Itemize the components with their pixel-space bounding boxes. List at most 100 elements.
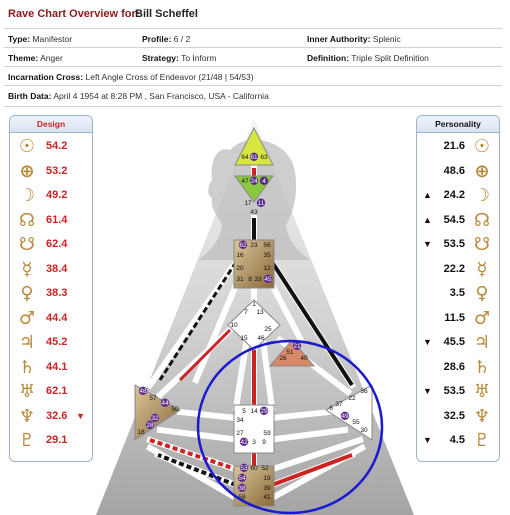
gate-activation-marker [256,198,266,207]
gate-number: 45 [264,276,272,283]
personality-value: 28.6 [443,360,465,373]
gate-number: 38 [238,485,246,492]
personality-row: ☉21.6 [417,136,499,158]
gate-activation-marker [249,176,259,185]
jupiter-icon: ♃ [18,332,36,353]
change-arrow: ▲ [423,190,432,200]
g-center [227,299,281,351]
personality-value: 45.5 [443,336,465,348]
personality-row: ♃45.5▼ [417,332,499,354]
neptune-icon: ♆ [18,405,36,427]
gate-number: 4 [262,178,266,185]
inner-authority-value: Splenic [372,34,401,44]
gate-number: 24 [250,178,258,185]
highlight-ellipse [196,339,384,515]
gate-number: 48 [139,388,147,395]
design-row: ☉54.2 [10,136,92,158]
venus-icon: ♀ [475,283,489,304]
gate-number: 62 [239,242,247,249]
gate-number: 6 [329,405,333,412]
change-arrow: ▼ [423,337,432,347]
gate-activation-marker [239,463,249,472]
gate-number: 43 [250,209,258,216]
info-row-birth: Birth Data: April 4 1954 at 8:28 PM , Sa… [4,85,502,107]
birth-value: April 4 1954 at 8:28 PM , San Francisco,… [53,91,269,101]
birth-label: Birth Data: [8,91,52,101]
gate-number: 27 [236,430,244,437]
design-row: ☽49.2 [10,185,92,207]
personality-row: ♆32.5 [417,406,499,428]
type-value: Manifestor [32,34,73,44]
gate-activation-marker [259,406,269,415]
theme-label: Theme: [8,53,39,63]
design-row: ♂44.4 [10,308,92,330]
gate-number: 51 [286,349,294,356]
incarnation-value: Left Angle Cross of Endeavor (21/48 | 54… [85,72,254,82]
info-row-type: Type: Manifestor Profile: 6 / 2 Inner Au… [4,28,502,49]
personality-value: 11.5 [444,311,465,324]
pluto-icon: ♇ [18,430,36,451]
design-value: 29.1 [46,434,68,446]
saturn-icon: ♄ [473,356,491,378]
gate-activation-marker [237,473,247,482]
design-row: ☋62.4 [10,234,92,256]
gate-number: 56 [263,242,271,249]
gate-number: 44 [161,400,169,407]
personality-value: 3.5 [449,287,465,299]
gate-number: 54 [238,475,246,482]
design-row: ♃ 45.2 [10,332,92,354]
gate-number: 60 [250,465,258,472]
gate-number: 29 [260,408,268,415]
info-row-incarnation: Incarnation Cross: Left Angle Cross of E… [4,66,502,87]
gate-number: 40 [300,355,308,362]
design-row: ♄44.1 [10,357,92,379]
gate-number: 12 [263,265,271,272]
gate-number: 47 [241,178,249,185]
definition-value: Triple Split Definition [351,53,429,63]
gate-number: 55 [352,419,360,426]
gate-number: 17 [244,200,252,207]
gate-number: 33 [254,276,262,283]
personality-row: ☋53.5▼ [417,234,499,256]
gate-number: 64 [241,154,249,161]
personality-row: ♅ 53.5 ▼ [417,381,499,403]
gate-number: 35 [263,252,271,259]
gate-number: 34 [236,417,244,424]
design-panel: Design ☉54.2⊕53.2☽49.2☊61.4☋62.4☿38.4♀38… [9,115,93,462]
design-value: 45.2 [46,336,68,348]
gate-number: 23 [250,242,258,249]
north-node-icon: ☊ [474,209,490,231]
gate-number: 1 [252,301,256,308]
gate-number: 32 [151,415,159,422]
personality-value: 53.5 [443,385,465,397]
moon-icon: ☽ [18,185,36,206]
gate-number: 9 [262,439,266,446]
gate-number: 39 [263,485,271,492]
gate-activation-marker [145,420,155,429]
design-value: 62.1 [46,385,68,397]
profile-value: 6 / 2 [173,34,191,44]
uranus-icon: ♅ [473,381,491,402]
gate-number: 21 [293,343,301,350]
gate-activation-marker [340,411,350,420]
change-arrow: ▼ [423,386,432,396]
gate-number: 10 [230,322,238,329]
personality-row: ♀ 3.5 [417,283,499,305]
gate-number: 58 [238,494,246,501]
gate-number: 11 [258,200,265,207]
personality-row: ☿22.2 [417,259,499,281]
inner-authority-label: Inner Authority: [307,34,371,44]
design-value: 62.4 [46,238,68,250]
neptune-icon: ♆ [473,405,491,427]
earth-icon: ⊕ [474,160,490,182]
gate-activation-marker [263,274,273,283]
design-panel-title: Design [10,116,92,133]
gate-number: 19 [263,475,271,482]
personality-value: 4.5 [449,434,465,446]
gate-number: 50 [171,406,179,413]
incarnation-label: Incarnation Cross: [8,72,84,82]
pluto-icon: ♇ [473,430,491,451]
type-label: Type: [8,34,31,44]
defined-channels [149,168,354,487]
